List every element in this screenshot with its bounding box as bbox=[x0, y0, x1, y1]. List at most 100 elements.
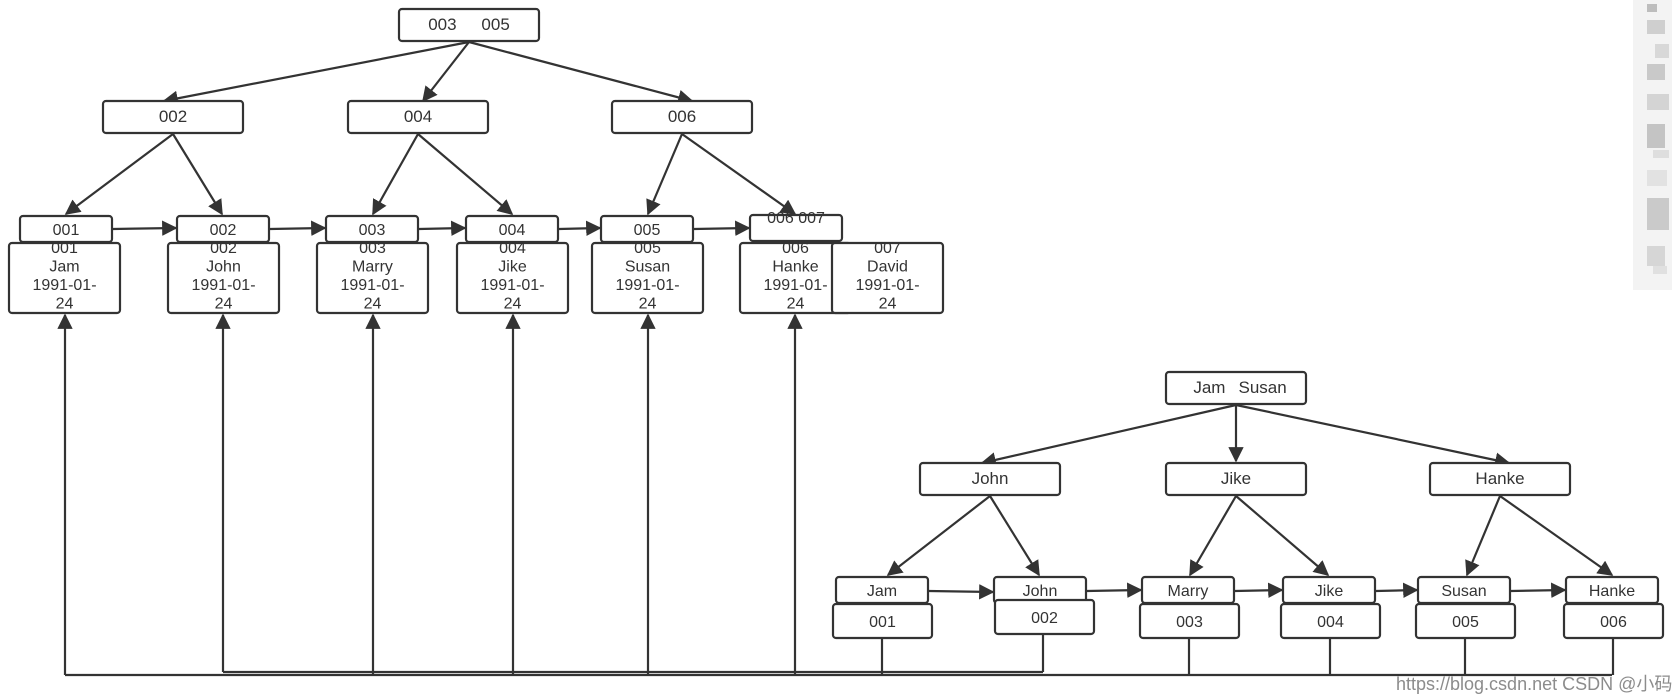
record-003-text: Marry bbox=[352, 259, 393, 276]
record-007-text: 24 bbox=[879, 296, 897, 313]
root-node-jam-susan-key: Susan bbox=[1238, 378, 1286, 397]
internal-node-006-key: 006 bbox=[668, 107, 696, 126]
edge-root-to-004 bbox=[422, 41, 470, 103]
edge-004-to-003 bbox=[372, 133, 419, 216]
record-003-box bbox=[315, 241, 430, 315]
internal-node-john-box bbox=[918, 461, 1062, 497]
edge-leaf-004-to-005 bbox=[558, 220, 602, 237]
edge-004-to-004 bbox=[417, 133, 514, 215]
record-007-text: 1991-01- bbox=[855, 277, 919, 294]
leaf-name-susan-text: Susan bbox=[1441, 583, 1486, 600]
leaf-key-004[interactable]: 004 bbox=[464, 214, 560, 244]
leaf-id-002-text: 002 bbox=[1031, 610, 1058, 627]
edge-leaf-jike-to-susan bbox=[1375, 582, 1419, 599]
edge-hanke-to-hanke bbox=[1499, 495, 1614, 576]
leaf-name-susan[interactable]: Susan bbox=[1416, 575, 1512, 605]
leaf-id-001-box bbox=[831, 602, 934, 640]
edge-hanke-to-susan bbox=[1465, 495, 1502, 577]
record-002-text: 1991-01- bbox=[191, 277, 255, 294]
record-005-text: Susan bbox=[625, 259, 670, 276]
edge-leaf-susan-to-hanke bbox=[1510, 582, 1567, 598]
record-006-text: 006 bbox=[782, 240, 809, 257]
leaf-key-006-007-text: 006 007 bbox=[767, 210, 825, 227]
internal-node-006-box bbox=[610, 99, 754, 135]
thumbnail-cell bbox=[1653, 150, 1669, 158]
edge-002-to-001 bbox=[64, 133, 174, 215]
leaf-key-001[interactable]: 001 bbox=[18, 214, 114, 244]
leaf-key-003[interactable]: 003 bbox=[324, 214, 420, 244]
internal-node-john[interactable]: John bbox=[918, 461, 1062, 497]
record-004-text: 004 bbox=[499, 240, 526, 257]
leaf-id-004-box bbox=[1279, 602, 1382, 640]
leaf-key-006-007-box bbox=[748, 213, 844, 243]
thumbnail-cell bbox=[1655, 44, 1669, 58]
leaf-name-jike-text: Jike bbox=[1315, 583, 1344, 600]
leaf-id-001[interactable]: 001 bbox=[831, 602, 934, 640]
leaf-id-004[interactable]: 004 bbox=[1279, 602, 1382, 640]
root-node-jam-susan[interactable]: Jam Susan bbox=[1164, 370, 1308, 406]
internal-node-hanke[interactable]: Hanke bbox=[1428, 461, 1572, 497]
leaf-key-002-text: 002 bbox=[210, 222, 237, 239]
leaf-name-marry[interactable]: Marry bbox=[1140, 575, 1236, 605]
internal-node-hanke-key: Hanke bbox=[1475, 469, 1524, 488]
leaf-id-001-text: 001 bbox=[869, 614, 896, 631]
leaf-id-002[interactable]: 002 bbox=[993, 598, 1096, 636]
internal-node-002[interactable]: 002 bbox=[101, 99, 245, 135]
internal-node-004-box bbox=[346, 99, 490, 135]
leaf-id-003[interactable]: 003 bbox=[1138, 602, 1241, 640]
leaf-name-john[interactable]: John bbox=[992, 575, 1088, 605]
edge-root-to-hanke bbox=[1235, 403, 1511, 468]
thumbnail-cell bbox=[1653, 266, 1667, 274]
leaf-key-006-007[interactable]: 006 007 bbox=[748, 210, 844, 243]
internal-node-004[interactable]: 004 bbox=[346, 99, 490, 135]
thumbnail-cell bbox=[1647, 124, 1665, 148]
leaf-key-005[interactable]: 005 bbox=[599, 214, 695, 244]
record-007-text: David bbox=[867, 259, 908, 276]
leaf-name-jike[interactable]: Jike bbox=[1281, 575, 1377, 605]
record-004-text: 24 bbox=[504, 296, 522, 313]
record-001-text: 001 bbox=[51, 240, 78, 257]
record-003-text: 24 bbox=[364, 296, 382, 313]
edge-006-to-006-007 bbox=[681, 133, 797, 215]
leaf-id-006-box bbox=[1562, 602, 1665, 640]
leaf-id-005[interactable]: 005 bbox=[1414, 602, 1517, 640]
edge-leaf-marry-to-jike bbox=[1234, 582, 1284, 598]
leaf-name-hanke[interactable]: Hanke bbox=[1564, 575, 1660, 605]
record-001-text: 1991-01- bbox=[32, 277, 96, 294]
edge-leaf-001-to-002 bbox=[112, 220, 178, 236]
edge-jike-to-marry bbox=[1189, 495, 1237, 577]
leaf-name-jam[interactable]: Jam bbox=[834, 575, 930, 605]
record-004-text: 1991-01- bbox=[480, 277, 544, 294]
thumbnail-cell bbox=[1647, 170, 1667, 186]
edge-002-to-002 bbox=[172, 133, 223, 216]
internal-node-jike-box bbox=[1164, 461, 1308, 497]
watermark-text: https://blog.csdn.net CSDN @小码农叔叔 bbox=[1396, 674, 1672, 694]
edge-john-to-jam bbox=[886, 495, 991, 576]
internal-node-006[interactable]: 006 bbox=[610, 99, 754, 135]
record-001-text: 24 bbox=[56, 296, 74, 313]
leaf-id-006[interactable]: 006 bbox=[1562, 602, 1665, 640]
record-006-text: Hanke bbox=[772, 259, 818, 276]
internal-node-john-key: John bbox=[972, 469, 1009, 488]
record-002-text: John bbox=[206, 259, 241, 276]
leaf-key-002[interactable]: 002 bbox=[175, 214, 271, 244]
record-007-box bbox=[830, 241, 945, 315]
leaf-id-004-text: 004 bbox=[1317, 614, 1344, 631]
root-node-jam-susan-key: Jam bbox=[1193, 378, 1225, 397]
leaf-key-003-text: 003 bbox=[359, 222, 386, 239]
scroll-thumbnail-strip[interactable] bbox=[1633, 0, 1672, 290]
root-node-003-005-key: 005 bbox=[481, 15, 509, 34]
internal-node-jike[interactable]: Jike bbox=[1164, 461, 1308, 497]
edge-leaf-john-to-marry bbox=[1086, 582, 1143, 598]
internal-node-jike-key: Jike bbox=[1221, 469, 1251, 488]
